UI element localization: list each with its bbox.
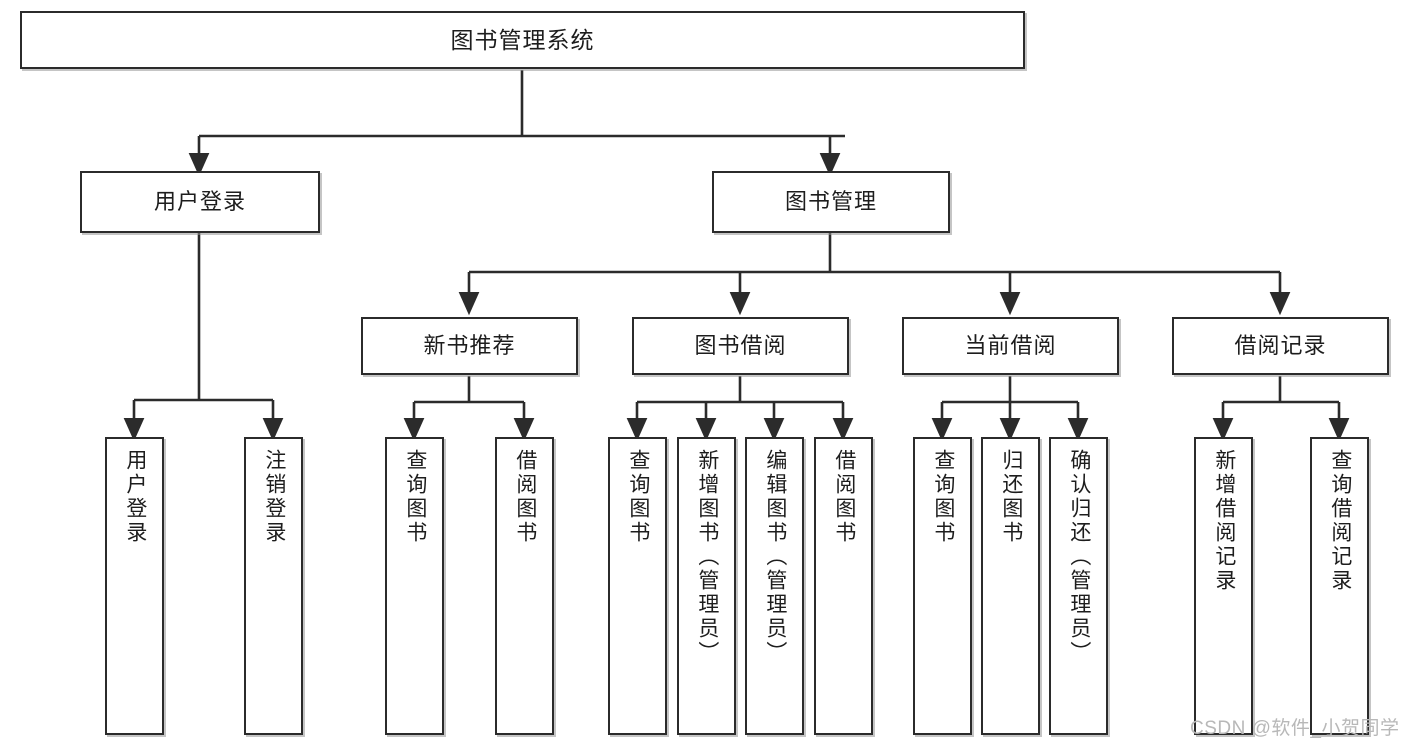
node-label: 用户登录: [123, 449, 147, 545]
node-label: 编辑图书（管理员）: [763, 449, 787, 665]
node-label: 查询借阅记录: [1328, 449, 1352, 593]
node-current-borrowing[interactable]: 当前借阅: [902, 317, 1119, 375]
node-book-management[interactable]: 图书管理: [712, 171, 950, 233]
node-borrow-records[interactable]: 借阅记录: [1172, 317, 1389, 375]
leaf-query-books-current[interactable]: 查询图书: [913, 437, 972, 735]
node-label: 新增借阅记录: [1212, 449, 1236, 593]
node-label: 借阅图书: [832, 449, 856, 545]
node-root-book-management-system[interactable]: 图书管理系统: [20, 11, 1025, 69]
node-book-borrowing[interactable]: 图书借阅: [632, 317, 849, 375]
node-new-book-recommendation[interactable]: 新书推荐: [361, 317, 578, 375]
node-label: 借阅图书: [513, 449, 537, 545]
leaf-return-books[interactable]: 归还图书: [981, 437, 1040, 735]
leaf-query-books-newbook[interactable]: 查询图书: [385, 437, 444, 735]
node-label: 用户登录: [153, 189, 246, 215]
node-label: 新书推荐: [423, 333, 516, 359]
node-label: 图书管理系统: [450, 26, 595, 53]
leaf-confirm-return-admin[interactable]: 确认归还（管理员）: [1049, 437, 1108, 735]
leaf-add-book-admin[interactable]: 新增图书（管理员）: [677, 437, 736, 735]
node-label: 图书管理: [784, 189, 877, 215]
leaf-logout[interactable]: 注销登录: [244, 437, 303, 735]
node-label: 新增图书（管理员）: [695, 449, 719, 665]
node-label: 当前借阅: [964, 333, 1057, 359]
leaf-query-books-borrow[interactable]: 查询图书: [608, 437, 667, 735]
node-user-login[interactable]: 用户登录: [80, 171, 320, 233]
node-label: 注销登录: [262, 449, 286, 545]
node-label: 确认归还（管理员）: [1067, 449, 1091, 665]
node-label: 借阅记录: [1234, 333, 1327, 359]
node-label: 图书借阅: [694, 333, 787, 359]
leaf-borrow-books-newbook[interactable]: 借阅图书: [495, 437, 554, 735]
node-label: 归还图书: [999, 449, 1023, 545]
node-label: 查询图书: [931, 449, 955, 545]
leaf-edit-book-admin[interactable]: 编辑图书（管理员）: [745, 437, 804, 735]
node-label: 查询图书: [403, 449, 427, 545]
leaf-add-borrow-record[interactable]: 新增借阅记录: [1194, 437, 1253, 735]
leaf-query-borrow-record[interactable]: 查询借阅记录: [1310, 437, 1369, 735]
node-label: 查询图书: [626, 449, 650, 545]
leaf-borrow-books-borrow[interactable]: 借阅图书: [814, 437, 873, 735]
leaf-user-login[interactable]: 用户登录: [105, 437, 164, 735]
